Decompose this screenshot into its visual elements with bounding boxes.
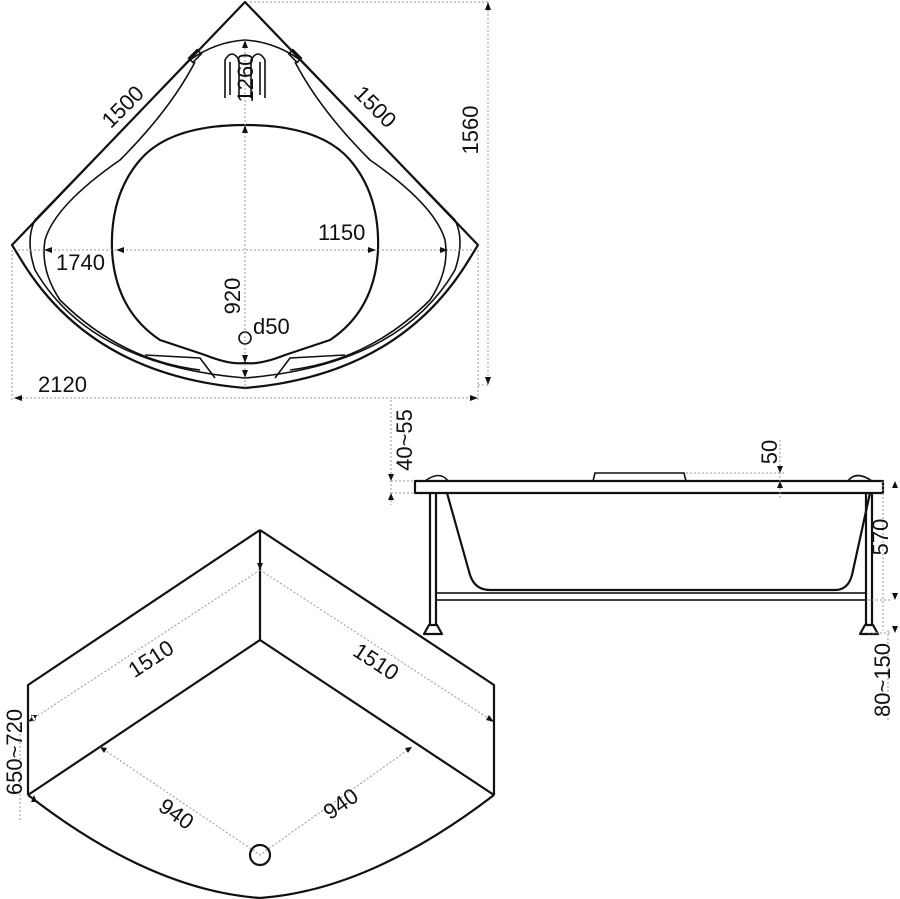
inner-rim-2 [43, 61, 447, 371]
arrows-side [388, 466, 898, 633]
panel-view: 1510 1510 940 940 650~720 [2, 529, 496, 899]
headrest [592, 472, 687, 482]
dim-overall-depth: 1560 [458, 106, 483, 155]
dim-panel-height: 650~720 [2, 709, 27, 795]
headrest-grips [224, 53, 266, 98]
dim-basin-width: 1150 [318, 220, 365, 245]
side-view: 40~55 50 570 80~150 [388, 400, 898, 720]
dim-front-left: 940 [154, 793, 198, 835]
feet [422, 623, 880, 636]
dim-panel-side-right: 1510 [349, 638, 404, 686]
dim-front-right: 940 [318, 783, 362, 825]
dim-overall-width: 2120 [38, 372, 87, 397]
drain-hole-icon [248, 843, 272, 867]
basin-profile [445, 492, 872, 592]
dim-side-right: 1500 [349, 81, 401, 133]
dim-inner-width: 1740 [56, 250, 105, 275]
legs [428, 493, 874, 625]
rim [413, 479, 885, 495]
dim-lines-top [11, 1, 490, 400]
top-view: 1500 1500 1260 1740 1150 920 d50 2120 15… [10, 0, 491, 401]
crossbar [435, 592, 867, 601]
right-handle [287, 48, 303, 64]
dim-drain: d50 [253, 314, 290, 339]
dim-rim-thickness: 40~55 [392, 409, 417, 471]
dim-lines-panel [19, 569, 495, 856]
left-handle [187, 48, 203, 64]
dim-headrest-depth: 1260 [233, 54, 258, 103]
dim-side-left: 1500 [97, 81, 149, 133]
dim-leg-height: 80~150 [870, 643, 895, 717]
dim-basin-depth: 920 [220, 278, 245, 315]
dim-bath-height: 570 [868, 519, 893, 556]
rim-ends [424, 474, 873, 482]
dim-panel-side-left: 1510 [124, 635, 179, 683]
dim-headrest-height: 50 [757, 440, 782, 464]
seat [144, 354, 346, 379]
panel-top [26, 529, 496, 899]
